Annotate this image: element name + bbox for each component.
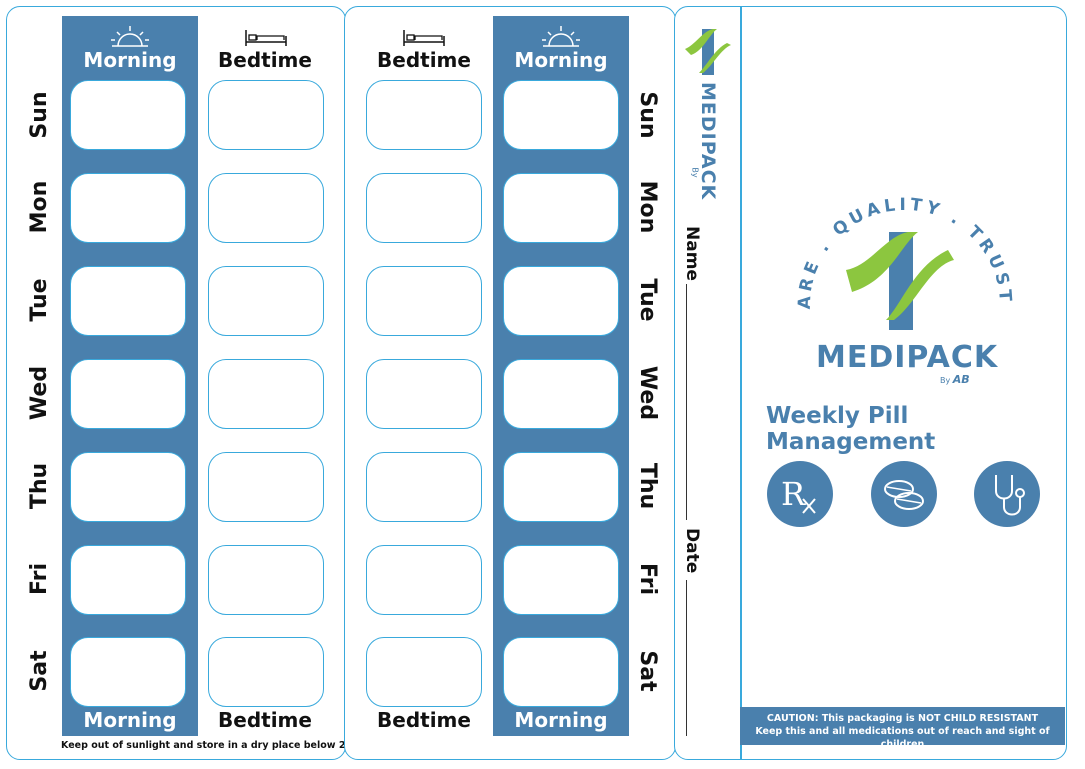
bedtime-slot-sun-right[interactable] [366,80,482,150]
date-label: Date [682,528,702,574]
morning-slot-wed-right[interactable] [503,359,619,429]
day-label-tue-right: Tue [635,278,660,322]
day-label-mon-right: Mon [635,180,660,234]
bed-icon [403,30,445,46]
bedtime-slot-thu[interactable] [208,452,324,522]
sunrise-icon [111,26,149,47]
byline-brand: AB [952,373,970,386]
bedtime-slot-sat[interactable] [208,637,324,707]
rx-icon: R [781,475,816,514]
pills-icon-circle [871,461,937,527]
day-label-tue: Tue [27,278,52,322]
day-label-wed-right: Wed [635,365,660,421]
pills-icon [884,480,924,510]
caution-banner: CAUTION: This packaging is NOT CHILD RES… [740,707,1065,750]
bedtime-slot-sat-right[interactable] [366,637,482,707]
day-label-thu: Thu [27,462,52,510]
spine-divider [740,7,742,759]
bedtime-slot-fri[interactable] [208,545,324,615]
bedtime-slot-sun[interactable] [208,80,324,150]
cover-brand: MEDIPACK [816,340,999,375]
day-label-mon: Mon [27,180,52,234]
bedtime-label-top-right: Bedtime [377,48,471,72]
medipack-cross-logo [685,29,731,75]
bedtime-slot-mon[interactable] [208,173,324,243]
bedtime-label-bottom: Bedtime [218,708,312,732]
bedtime-slot-tue[interactable] [208,266,324,336]
day-label-sat-right: Sat [635,650,660,692]
svg-text:R: R [781,475,806,513]
day-label-wed: Wed [27,365,52,421]
date-line [686,580,687,736]
morning-label-top-right: Morning [514,48,608,72]
cover-panel [674,6,1067,760]
day-label-fri-right: Fri [635,562,660,595]
stethoscope-icon-circle [974,461,1040,527]
morning-label-top: Morning [83,48,177,72]
spine-brand: MEDIPACK [697,82,719,201]
care-quality-trust-logo: CARE . QUALITY . TRUST . [790,180,1011,330]
bedtime-label-top: Bedtime [218,48,312,72]
spine-byline: By [690,167,700,178]
morning-slot-sun-right[interactable] [503,80,619,150]
day-label-sun-right: Sun [635,91,660,139]
rx-icon-circle: R [767,461,833,527]
bedtime-slot-tue-right[interactable] [366,266,482,336]
morning-slot-thu[interactable] [70,452,186,522]
bedtime-slot-thu-right[interactable] [366,452,482,522]
morning-slot-sat-right[interactable] [503,637,619,707]
morning-slot-fri[interactable] [70,545,186,615]
cover-subtitle: Weekly Pill Management [766,403,936,455]
bed-icon [245,30,287,46]
morning-slot-sun[interactable] [70,80,186,150]
caution-line-1: CAUTION: This packaging is NOT CHILD RES… [766,713,1039,724]
name-label: Name [682,226,702,281]
morning-slot-thu-right[interactable] [503,452,619,522]
morning-label-bottom-right: Morning [514,708,608,732]
day-label-fri: Fri [27,563,52,596]
morning-slot-tue-right[interactable] [503,266,619,336]
morning-slot-fri-right[interactable] [503,545,619,615]
morning-slot-sat[interactable] [70,637,186,707]
bedtime-slot-mon-right[interactable] [366,173,482,243]
morning-slot-wed[interactable] [70,359,186,429]
bedtime-slot-wed[interactable] [208,359,324,429]
day-label-sun: Sun [27,91,52,139]
caution-line-2: Keep this and all medications out of rea… [755,726,1050,750]
storage-note: Keep out of sunlight and store in a dry … [61,740,399,751]
morning-slot-mon[interactable] [70,173,186,243]
cover-byline: By AB [940,373,970,386]
day-label-sat: Sat [27,650,52,692]
bedtime-slot-wed-right[interactable] [366,359,482,429]
byline-by: By [940,376,951,385]
day-label-thu-right: Thu [635,462,660,510]
sunrise-icon [542,26,580,47]
stethoscope-icon [995,475,1025,516]
morning-label-bottom: Morning [83,708,177,732]
name-line [686,284,687,520]
bedtime-label-bottom-right: Bedtime [377,708,471,732]
bedtime-slot-fri-right[interactable] [366,545,482,615]
morning-slot-mon-right[interactable] [503,173,619,243]
morning-slot-tue[interactable] [70,266,186,336]
